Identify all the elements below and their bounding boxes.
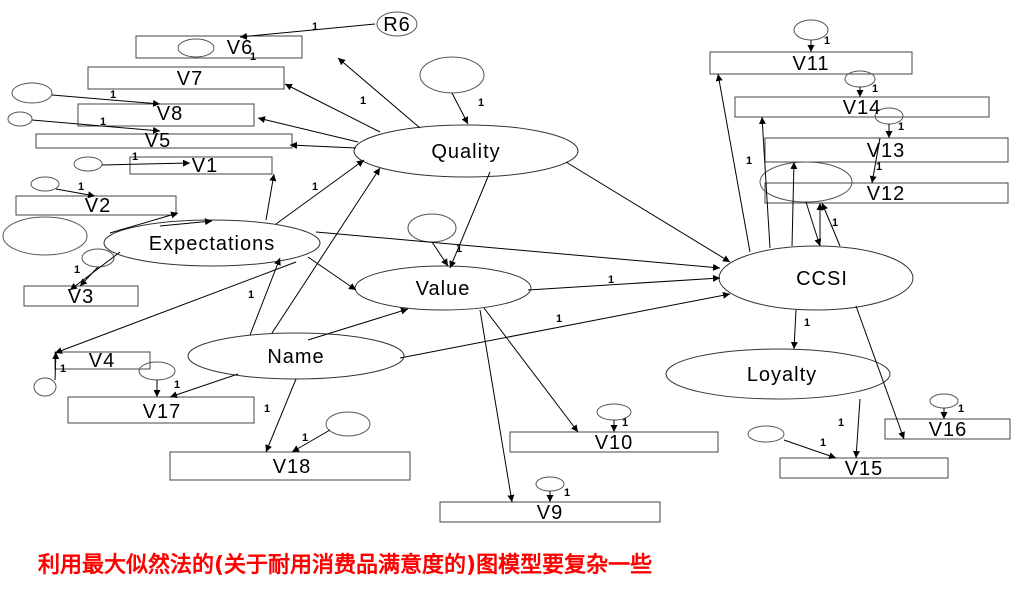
path-weight-label: 1 [100, 116, 106, 128]
disturbance-circle-quality [419, 56, 485, 94]
value-label: Value [416, 278, 471, 300]
path-weight-label: 1 [74, 264, 80, 276]
error-circle-v3b [81, 248, 115, 268]
quality-ellipse [353, 124, 579, 178]
error-circle-v4 [33, 377, 57, 397]
path-weight-label: 1 [312, 181, 318, 193]
v1-box [129, 156, 273, 175]
error-circle-v18 [325, 411, 371, 437]
v2-box [15, 195, 177, 216]
error-circle-v8 [11, 82, 53, 104]
quality-label: Quality [431, 141, 500, 163]
v8-box [77, 103, 255, 127]
v6-box [135, 35, 303, 59]
v14-box [734, 96, 990, 118]
v13-box [764, 137, 1009, 163]
path-weight-label: 1 [876, 161, 882, 173]
error-circle-v16 [929, 393, 959, 409]
ccsi-label: CCSI [796, 268, 848, 290]
expectations-ellipse [103, 219, 321, 267]
v15-box [779, 457, 949, 479]
error-circle-v3 [2, 216, 88, 256]
error-circle-r6 [376, 11, 418, 37]
loyalty-label: Loyalty [747, 364, 817, 386]
v11-label: V11 [792, 53, 829, 75]
path-weight-label: 1 [248, 289, 254, 301]
path-weight-label: 1 [820, 437, 826, 449]
error-circle-v1 [73, 156, 103, 172]
disturbance-circle-value [407, 213, 457, 243]
v12-box [764, 182, 1009, 204]
path-weight-label: 1 [622, 417, 628, 429]
path-weight-label: 1 [250, 51, 256, 63]
v5-box [35, 133, 293, 149]
path-weight-label: 1 [746, 155, 752, 167]
path-weight-label: 1 [174, 379, 180, 391]
v14-label: V14 [843, 97, 882, 119]
path-weight-label: 1 [456, 243, 462, 255]
error-circle-v17 [138, 361, 176, 381]
v12-label: V12 [867, 183, 906, 205]
caption: 利用最大似然法的(关于耐用消费品满意度的)图模型要复杂一些 [38, 553, 653, 578]
path-weight-label: 1 [898, 121, 904, 133]
v4-box [54, 351, 151, 370]
error-circle-v15 [747, 425, 785, 443]
path-weight-label: 1 [564, 487, 570, 499]
path-weight-label: 1 [264, 403, 270, 415]
v2-label: V2 [85, 195, 111, 217]
v17-box [67, 396, 255, 424]
expectations-label: Expectations [149, 233, 276, 255]
v18-label: V18 [273, 456, 312, 478]
v7-label: V7 [177, 68, 203, 90]
path-weight-label: 1 [360, 95, 366, 107]
path-weight-label: 1 [958, 403, 964, 415]
sem-path-diagram: Quality Expectations Value Name CCSI Loy… [2, 11, 1011, 524]
v4-label: V4 [89, 350, 115, 372]
v5-label: V5 [145, 130, 171, 152]
path-weight-label: 1 [302, 432, 308, 444]
path-weight-label: 1 [110, 89, 116, 101]
v1-label: V1 [192, 155, 218, 177]
error-circle-v9 [535, 476, 565, 492]
v10-label: V10 [595, 432, 634, 454]
path-weight-label: 1 [838, 417, 844, 429]
name-label: Name [267, 346, 324, 368]
path-weight-label: 1 [832, 217, 838, 229]
path-weight-label: 1 [60, 363, 66, 375]
path-weight-label: 1 [824, 35, 830, 47]
v6-label: V6 [227, 37, 253, 59]
v18-box [169, 451, 411, 481]
path-weight-label: 1 [556, 313, 562, 325]
v3-box [23, 285, 139, 307]
r6-label: R6 [383, 14, 411, 36]
path-weight-label: 1 [804, 317, 810, 329]
v16-label: V16 [929, 419, 968, 441]
path-weight-label: 1 [872, 83, 878, 95]
disturbance-circle-ccsi [759, 161, 853, 203]
error-circle-v11 [793, 19, 829, 41]
v8-label: V8 [157, 103, 183, 125]
v13-label: V13 [867, 140, 906, 162]
loyalty-ellipse [665, 348, 891, 400]
error-circle-v14 [844, 70, 876, 88]
v3-label: V3 [68, 286, 94, 308]
error-circle-v5 [7, 111, 33, 127]
path-weight-label: 1 [78, 181, 84, 193]
path-weight-label: 1 [608, 274, 614, 286]
v9-label: V9 [537, 502, 563, 524]
path-weight-label: 1 [132, 151, 138, 163]
error-circle-v2 [30, 176, 60, 192]
path-weight-label: 1 [478, 97, 484, 109]
v15-label: V15 [845, 458, 884, 480]
path-weight-label: 1 [312, 21, 318, 33]
v17-label: V17 [143, 401, 182, 423]
v7-box [87, 66, 285, 90]
error-circle-v6 [177, 38, 215, 58]
v16-box [884, 418, 1011, 440]
